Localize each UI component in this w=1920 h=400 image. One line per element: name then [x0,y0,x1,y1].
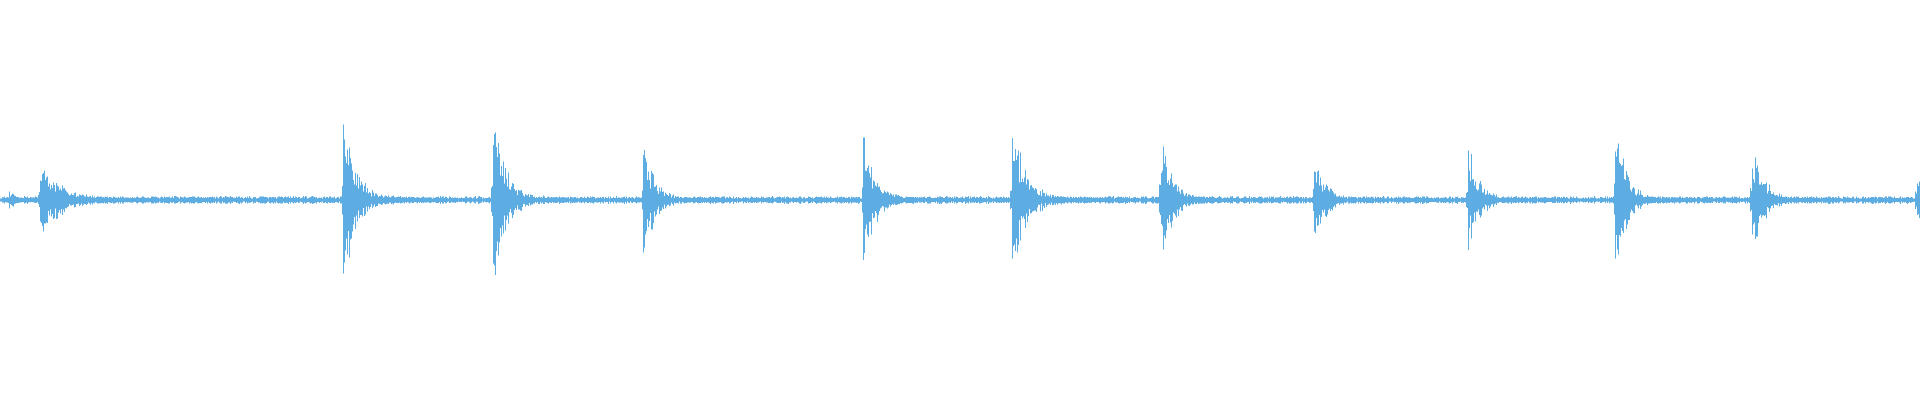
audio-waveform [0,124,1920,275]
